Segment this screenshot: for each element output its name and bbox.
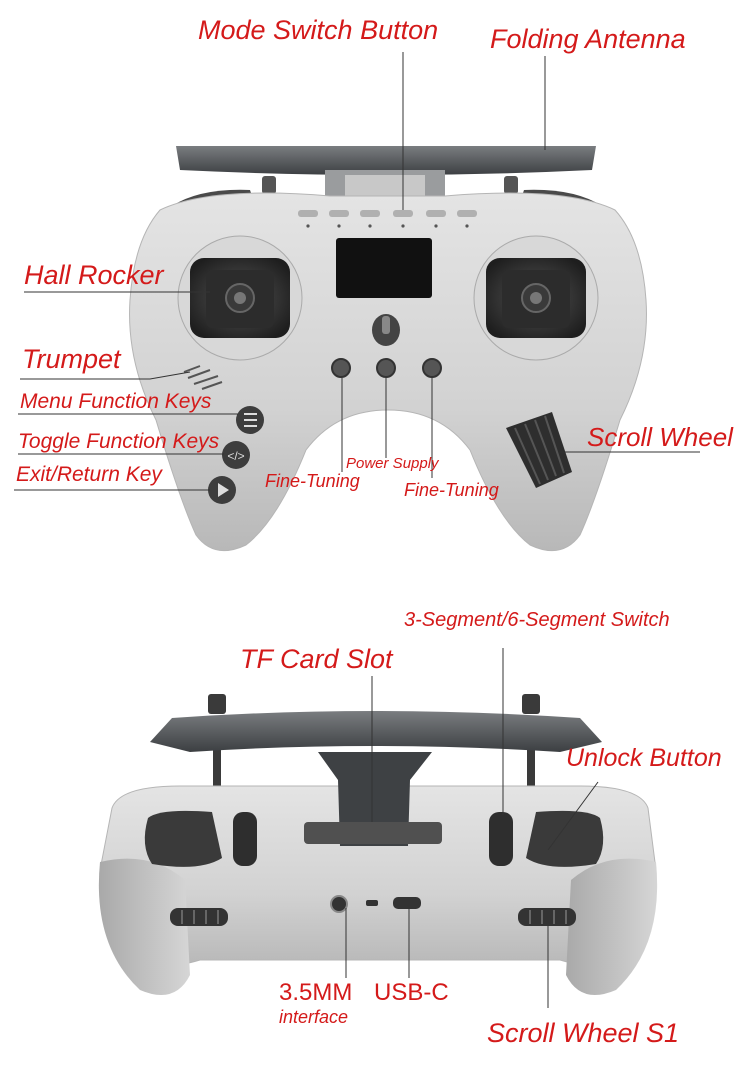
- label-trumpet: Trumpet: [22, 344, 121, 374]
- leader-lines: [14, 52, 700, 1008]
- toggle-code-icon: </>: [227, 449, 244, 463]
- label-segment-switch: 3-Segment/6-Segment Switch: [404, 609, 670, 631]
- folding-antenna: [176, 146, 596, 175]
- label-unlock-button: Unlock Button: [566, 744, 722, 772]
- scroll-wheel-s1[interactable]: [518, 908, 576, 926]
- label-tf-card-slot: TF Card Slot: [240, 644, 393, 674]
- top-shoulder-right: [504, 176, 518, 194]
- oled-screen: [336, 238, 432, 298]
- label-fine-tuning-right: Fine-Tuning: [404, 480, 499, 500]
- label-usb-c: USB-C: [374, 979, 449, 1006]
- grip-left: [98, 858, 190, 995]
- indicator: [366, 900, 378, 906]
- power-button[interactable]: [376, 358, 396, 378]
- label-scroll-wheel: Scroll Wheel: [587, 422, 733, 452]
- usb-c-port: [393, 897, 421, 909]
- grip-right: [566, 858, 658, 995]
- scroll-wheel-left[interactable]: [170, 908, 228, 926]
- rear-switch-left[interactable]: [233, 812, 257, 866]
- hall-rocker-right[interactable]: [473, 235, 599, 361]
- label-fine-tuning-left: Fine-Tuning: [265, 471, 360, 491]
- menu-function-key[interactable]: [236, 406, 264, 434]
- scroll-wheel[interactable]: [506, 412, 572, 488]
- top-controller: </>: [129, 146, 647, 552]
- tf-card-slot: [304, 822, 442, 844]
- label-exit-return-key: Exit/Return Key: [16, 463, 162, 486]
- label-mode-switch-button: Mode Switch Button: [198, 15, 439, 45]
- fine-tuning-right-button[interactable]: [422, 358, 442, 378]
- rear-pad-left[interactable]: [144, 810, 222, 867]
- speaker-grille-icon: [183, 365, 223, 390]
- bottom-controller: [98, 694, 658, 995]
- exit-return-key[interactable]: [208, 476, 236, 504]
- label-folding-antenna: Folding Antenna: [490, 24, 686, 54]
- label-power-supply: Power Supply: [346, 455, 439, 472]
- label-scroll-wheel-s1: Scroll Wheel S1: [487, 1018, 680, 1048]
- audio-jack: [330, 895, 348, 913]
- mode-switch-buttons[interactable]: [298, 210, 477, 228]
- label-audio-interface-line2: interface: [279, 1007, 349, 1027]
- fine-tuning-left-button[interactable]: [331, 358, 351, 378]
- toggle-function-key[interactable]: </>: [222, 441, 250, 469]
- hall-rocker-left[interactable]: [177, 235, 303, 361]
- label-menu-function-keys: Menu Function Keys: [20, 390, 212, 413]
- label-hall-rocker: Hall Rocker: [24, 260, 164, 290]
- center-switch[interactable]: [372, 314, 400, 346]
- play-return-icon: [218, 483, 229, 497]
- segment-switch[interactable]: [489, 812, 513, 866]
- label-toggle-function-keys: Toggle Function Keys: [18, 430, 220, 453]
- top-shoulder-left: [262, 176, 276, 194]
- label-audio-interface-line1: 3.5MM: [279, 979, 353, 1006]
- unlock-button[interactable]: [526, 810, 604, 867]
- menu-icon: [244, 413, 257, 427]
- folding-antenna-back: [150, 711, 602, 752]
